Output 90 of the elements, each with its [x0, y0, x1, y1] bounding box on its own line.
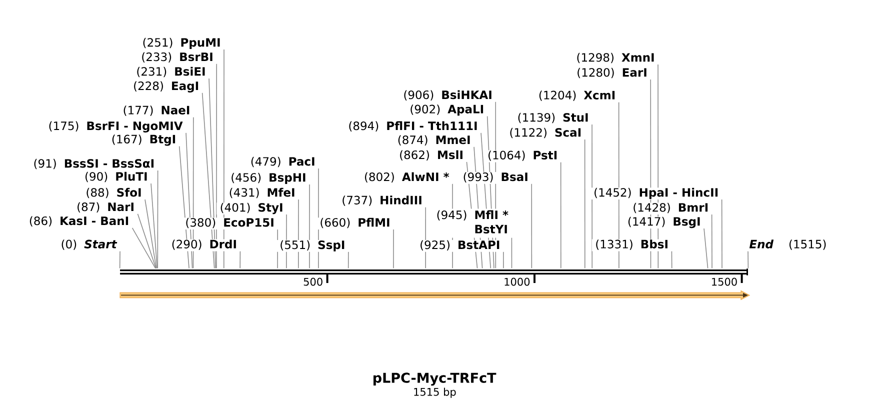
site-label: (1428) BmrI [634, 202, 708, 214]
site-label: (167) BtgI [112, 134, 176, 146]
leader-line [618, 102, 620, 269]
site-label: (401) StyI [220, 202, 282, 214]
site-label: (925) BstAPI [420, 240, 500, 251]
site-label: (86) KasI - BanI [30, 216, 128, 227]
leader-line [286, 214, 287, 269]
site-label: (175) BsrFI - NgoMIV [49, 121, 183, 132]
leader-line [298, 199, 299, 269]
end-label: End (1515) [749, 240, 826, 250]
leader-line [216, 64, 217, 269]
site-label: (660) PflMI [320, 218, 390, 228]
leader-line [348, 252, 349, 269]
leader-line [318, 168, 319, 269]
site-label: (945) MflI * BstYI [437, 210, 508, 234]
site-label: (551) SspI [280, 240, 344, 252]
ruler-number: 1000 [504, 278, 530, 286]
site-label: (431) MfeI [230, 188, 294, 198]
site-label: (228) EagI [134, 81, 198, 92]
site-label: (231) BsiEI [137, 66, 205, 78]
leader-line [240, 250, 241, 269]
site-label: (91) BssSI - BssSαI [34, 158, 154, 170]
site-label: (862) MslI [400, 150, 462, 161]
leader-line [208, 78, 216, 269]
leader-line [495, 102, 496, 269]
site-label: (380) EcoP15I [186, 218, 274, 228]
leader-line [144, 199, 157, 269]
site-label: (874) MmeI [398, 135, 470, 146]
map-title: pLPC-Myc-TRFcT [374, 372, 496, 386]
site-label: (802) AlwNI * [364, 172, 450, 183]
leader-line [480, 132, 492, 269]
site-label: (993) BsaI [464, 172, 528, 183]
site-label: (479) PacI [251, 156, 314, 168]
leader-line [560, 162, 562, 269]
site-label: (906) BsiHKAI [404, 90, 492, 101]
leader-line [671, 250, 672, 269]
leader-line [119, 250, 120, 269]
leader-line [132, 228, 156, 269]
leader-line [584, 139, 586, 269]
leader-line [178, 146, 190, 269]
site-label: (88) SfoI [86, 188, 141, 198]
leader-line [466, 162, 478, 269]
leader-line [309, 184, 310, 269]
leader-line [393, 229, 394, 269]
ruler-number: 1500 [712, 278, 737, 286]
leader-line [150, 183, 158, 269]
leader-line [223, 49, 224, 269]
end-label: (0) Start [62, 240, 118, 250]
leader-line [658, 64, 659, 269]
site-label: (233) BsrBI [142, 52, 212, 63]
leader-line [486, 116, 494, 269]
leader-line [137, 214, 156, 269]
site-label: (902) ApaLI [410, 104, 484, 116]
leader-line [503, 252, 504, 269]
leader-line [202, 92, 215, 269]
leader-line [452, 184, 453, 269]
site-label: (87) NarI [78, 202, 134, 213]
leader-line [277, 229, 278, 269]
site-label: (456) BspHI [232, 172, 306, 184]
leader-line [186, 132, 193, 269]
leader-line [704, 228, 708, 269]
leader-line [592, 124, 593, 269]
site-label: (894) PflFI - Tth111I [349, 121, 477, 132]
site-label: (1298) XmnI [577, 52, 654, 64]
site-label: (1122) ScaI [510, 128, 581, 138]
sequence-length: 1515 bp [414, 388, 456, 398]
leader-line [192, 116, 194, 269]
site-label: (1331) BbsI [596, 240, 668, 250]
site-label: (290) DrdI [172, 240, 236, 250]
leader-line [711, 214, 712, 269]
site-label: (737) HindIII [342, 196, 422, 206]
leader-line [531, 184, 532, 269]
leader-line [650, 79, 652, 269]
leader-line [748, 250, 749, 269]
sequence-bar [120, 268, 748, 276]
site-label: (1452) HpaI - HincII [594, 188, 718, 199]
ruler-number: 500 [304, 278, 322, 286]
leader-line [511, 237, 512, 269]
site-label: (1417) BsgI [628, 216, 700, 228]
leader-line [474, 146, 483, 269]
site-label: (251) PpuMI [143, 38, 220, 49]
leader-line [157, 170, 158, 269]
site-label: (1280) EarI [578, 68, 646, 78]
site-label: (1139) StuI [518, 112, 588, 124]
site-label: (177) NaeI [124, 106, 190, 116]
site-label: (1064) PstI [488, 150, 557, 161]
site-label: (1204) XcmI [539, 90, 615, 101]
leader-line [425, 206, 426, 269]
leader-line [721, 199, 722, 269]
site-label: (90) PluTI [86, 172, 147, 182]
